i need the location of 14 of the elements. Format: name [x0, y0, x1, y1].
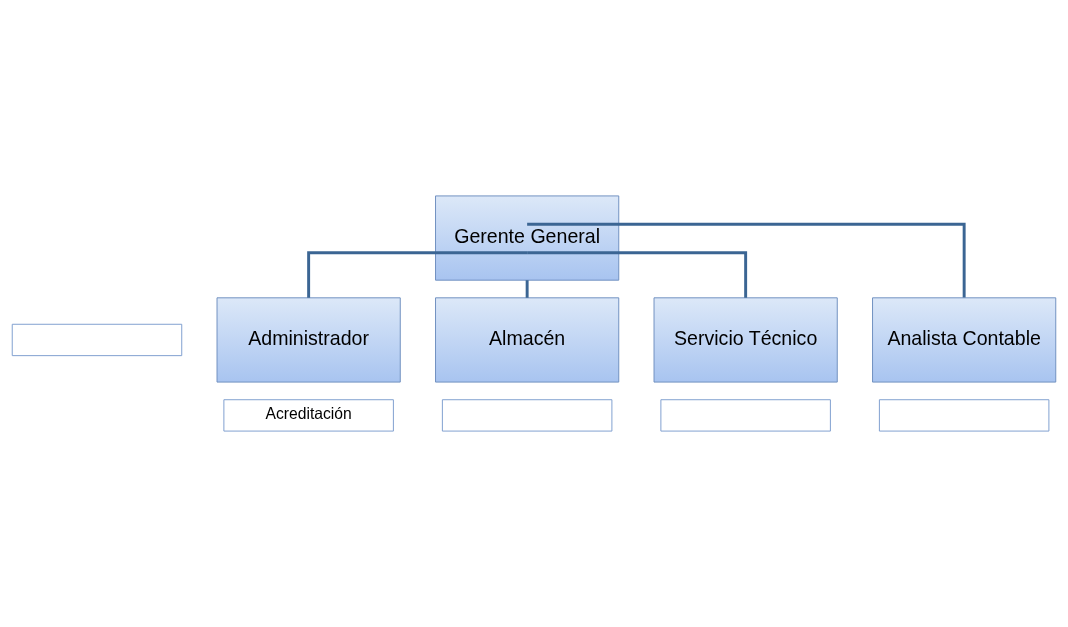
- node-box: [11, 323, 183, 357]
- node-box: [878, 399, 1050, 432]
- node-box: Administrador: [216, 297, 401, 383]
- node-box: Analista Contable: [872, 297, 1057, 383]
- connector: [307, 251, 528, 298]
- node-box: [660, 399, 831, 432]
- node-box: Almacén: [435, 297, 620, 383]
- connector: [525, 280, 529, 298]
- node-box: Gerente General: [435, 195, 620, 281]
- connector: [527, 222, 966, 298]
- node-box: Servicio Técnico: [653, 297, 838, 383]
- node-box: [441, 399, 613, 432]
- node-box: Acreditación: [223, 399, 394, 432]
- connector: [527, 251, 748, 298]
